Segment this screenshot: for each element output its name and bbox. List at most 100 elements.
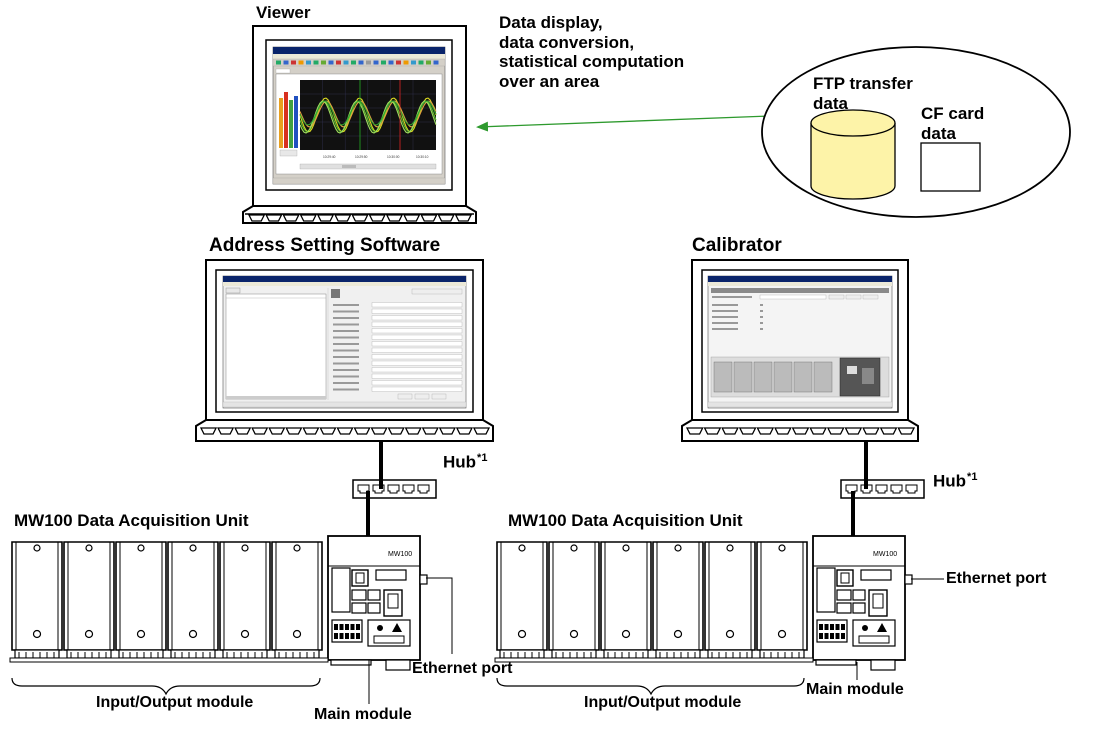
io-module-terminal [274, 649, 320, 659]
field-label [333, 356, 359, 358]
io-module-terminal [499, 649, 545, 659]
io-module-screw [137, 544, 145, 552]
terminal-screw [830, 624, 834, 630]
io-module-edge [223, 542, 267, 650]
module-thumbnail [793, 361, 813, 393]
power-terminal-strip [858, 635, 890, 644]
field-label [712, 328, 738, 330]
viewer-status-bar [272, 177, 446, 185]
io-module-screw [517, 629, 527, 639]
io-module-terminal [603, 649, 649, 659]
hub-right-label: Hub*1 [933, 471, 977, 491]
io-module-edge [275, 542, 319, 650]
field-box [759, 294, 827, 300]
module-thumbnail [713, 361, 733, 393]
hub-port [402, 484, 415, 494]
warning-mark [392, 623, 402, 632]
main-module-button [367, 589, 381, 601]
terminal-screw [824, 633, 829, 639]
field-box [371, 380, 463, 386]
field-button [397, 393, 413, 400]
io-module-terminal [170, 649, 216, 659]
terminal-screw [824, 624, 829, 630]
ftp-data-label: FTP transfer data [813, 74, 913, 113]
io-module-screw [85, 544, 93, 552]
keyboard-key [421, 427, 439, 435]
field-label [333, 310, 359, 313]
main-module-foot [330, 659, 372, 666]
toolbar-icon [426, 60, 431, 65]
field-box [371, 302, 463, 308]
field-label [333, 317, 359, 319]
module-thumbnail [773, 361, 793, 393]
keyboard-key [438, 427, 456, 435]
toolbar-icon [276, 60, 281, 65]
terminal-screw [835, 624, 840, 630]
keyboard-key [334, 214, 352, 222]
base-rail [9, 657, 329, 663]
terminal-screw [841, 633, 845, 639]
io-module-screw [240, 629, 250, 639]
toolbar-icon [373, 60, 379, 65]
io-module-right-label: Input/Output module [584, 694, 742, 711]
io-module-left-label: Input/Output module [96, 694, 254, 711]
io-module-edge [67, 542, 111, 650]
keyboard-key [897, 427, 916, 435]
field-label [333, 330, 359, 332]
keyboard-key [738, 427, 757, 435]
viewer-label: Viewer [256, 3, 311, 22]
field-label [333, 369, 359, 371]
toolbar-icon [388, 60, 394, 65]
field-label [333, 349, 359, 352]
ethernet-port-left-label: Ethernet port [412, 660, 513, 677]
keyboard-key [774, 427, 792, 435]
keyboard-key [791, 427, 810, 435]
toolbar-icon [396, 60, 401, 65]
toolbar-icon [351, 60, 356, 65]
field-label [712, 322, 738, 324]
io-module-edge [15, 542, 59, 650]
mw100-brand: MW100 [388, 551, 412, 558]
main-module-left-label: Main module [314, 706, 412, 723]
io-module-edge [760, 542, 804, 650]
keyboard-key [879, 427, 898, 435]
keyboard-key [862, 427, 880, 435]
keyboard-key [302, 427, 320, 435]
terminal-screw [841, 624, 845, 630]
keyboard-key [404, 427, 422, 435]
trend-line [299, 100, 437, 126]
trend-line [299, 100, 437, 134]
field-box [411, 288, 463, 295]
io-module [600, 541, 652, 651]
keyboard-key [454, 214, 473, 222]
mw100-brand: MW100 [873, 551, 897, 558]
io-module-screw [621, 629, 631, 639]
toolbar-icon [403, 60, 409, 65]
keyboard-key [403, 214, 421, 222]
io-brace-right [496, 677, 805, 696]
keyboard-key [368, 214, 386, 222]
io-module-terminal [222, 649, 268, 659]
keyboard-key [251, 427, 269, 435]
toolbar-icon [358, 60, 364, 65]
cf-card-icon [920, 142, 981, 192]
keyboard-key [234, 427, 252, 435]
thumbnail-detail [862, 368, 874, 384]
storage-ellipse [761, 46, 1071, 218]
io-module-screw [33, 544, 41, 552]
toolbar-icon [343, 60, 349, 65]
hub-right [840, 479, 925, 499]
io-module-screw [778, 544, 786, 552]
main-module-foot [815, 659, 857, 666]
field-box [371, 373, 463, 379]
field-box [371, 315, 463, 321]
toolbar-icon [298, 60, 304, 65]
cf-card-label: CF card data [921, 104, 985, 143]
data-storage [761, 46, 1071, 218]
field-box [371, 328, 463, 334]
field-box [371, 386, 463, 392]
toolbar-icon [313, 60, 319, 65]
terminal-screw [835, 633, 840, 639]
keyboard-key [703, 427, 722, 435]
toolbar-icon [366, 60, 371, 65]
